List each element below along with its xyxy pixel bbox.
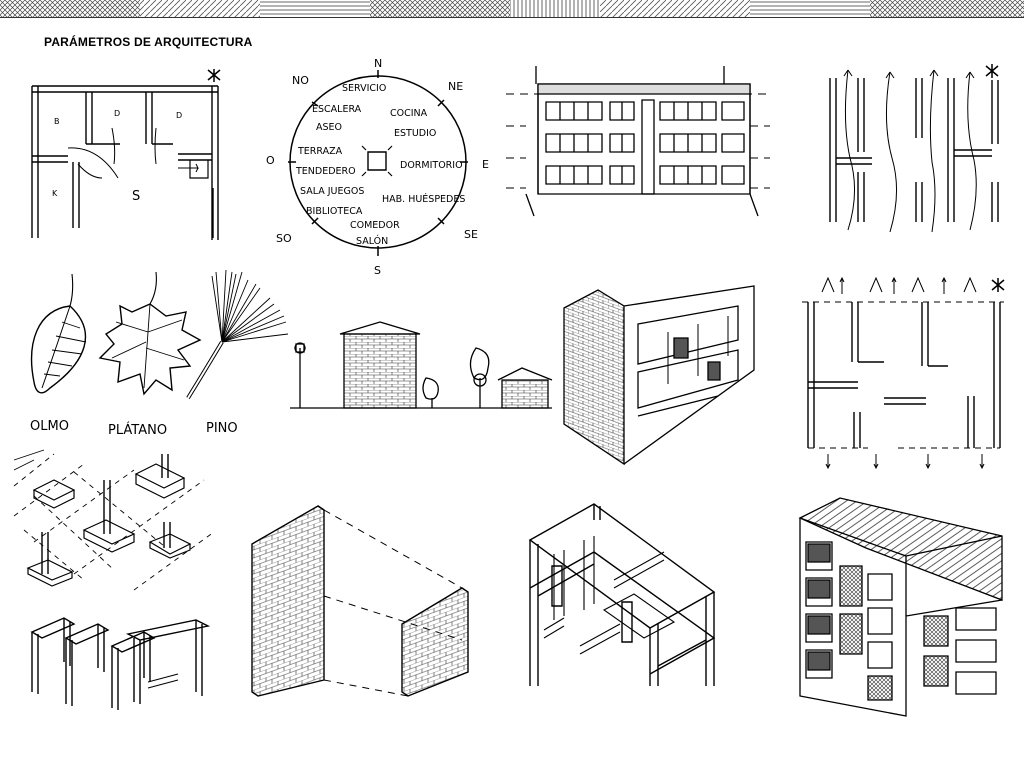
room-terraza: TERRAZA bbox=[297, 146, 343, 157]
street-elevation-sketch bbox=[290, 318, 552, 414]
room-dormitorio: DORMITORIO bbox=[400, 160, 463, 171]
orientation-compass-diagram: N NE E SE S SO O NO SERVICIO ESCALERA AS… bbox=[266, 57, 489, 277]
room-salon: SALÓN bbox=[356, 235, 388, 247]
north-arrow-icon bbox=[208, 69, 220, 82]
compass-ne: NE bbox=[448, 80, 463, 93]
cross-ventilation-sketch bbox=[820, 64, 1010, 240]
room-biblioteca: BIBLIOTECA bbox=[306, 206, 363, 217]
north-arrow-icon bbox=[986, 64, 998, 78]
tree-label-olmo: OLMO bbox=[30, 419, 69, 434]
decorative-pattern-band bbox=[0, 0, 1024, 18]
room-tendedero: TENDEDERO bbox=[295, 166, 356, 177]
post-beam-frames-isometric bbox=[28, 612, 216, 712]
plan-ventilation-arrows bbox=[798, 262, 1010, 474]
compass-se: SE bbox=[464, 228, 478, 241]
plan-label-b: B bbox=[54, 117, 60, 126]
compass-s: S bbox=[374, 264, 381, 277]
room-estudio: ESTUDIO bbox=[394, 128, 436, 139]
north-arrow-icon bbox=[992, 278, 1004, 292]
room-comedor: COMEDOR bbox=[350, 220, 400, 231]
plan-label-d1: D bbox=[114, 109, 120, 118]
compass-n: N bbox=[374, 57, 382, 70]
brick-corner-isometric bbox=[558, 284, 762, 468]
parallel-brick-walls bbox=[248, 500, 472, 700]
tree-label-pino: PINO bbox=[206, 421, 238, 436]
compass-no: NO bbox=[292, 74, 309, 87]
compass-so: SO bbox=[276, 232, 292, 245]
foundation-columns-isometric bbox=[14, 450, 218, 596]
room-servicio: SERVICIO bbox=[342, 83, 386, 94]
room-cocina: COCINA bbox=[390, 108, 428, 119]
compass-e: E bbox=[482, 158, 489, 171]
room-hab-huespedes: HAB. HUÉSPEDES bbox=[382, 193, 465, 205]
plan-label-d2: D bbox=[176, 111, 182, 120]
building-facade-sketch bbox=[506, 66, 770, 216]
compass-o: O bbox=[266, 154, 275, 167]
concrete-frame-isometric bbox=[524, 500, 720, 688]
page-title: PARÁMETROS DE ARQUITECTURA bbox=[44, 35, 253, 49]
room-sala-juegos: SALA JUEGOS bbox=[300, 186, 364, 197]
floor-plan-sketch: B D D K S bbox=[28, 69, 226, 248]
room-escalera: ESCALERA bbox=[312, 104, 362, 115]
plan-label-k: K bbox=[52, 189, 58, 198]
tree-label-platano: PLÁTANO bbox=[108, 422, 167, 438]
plan-label-s: S bbox=[132, 189, 140, 204]
tree-leaves-sketch: OLMO PLÁTANO PINO bbox=[30, 262, 294, 438]
apartment-block-hatched bbox=[796, 496, 1006, 716]
room-aseo: ASEO bbox=[316, 122, 342, 133]
